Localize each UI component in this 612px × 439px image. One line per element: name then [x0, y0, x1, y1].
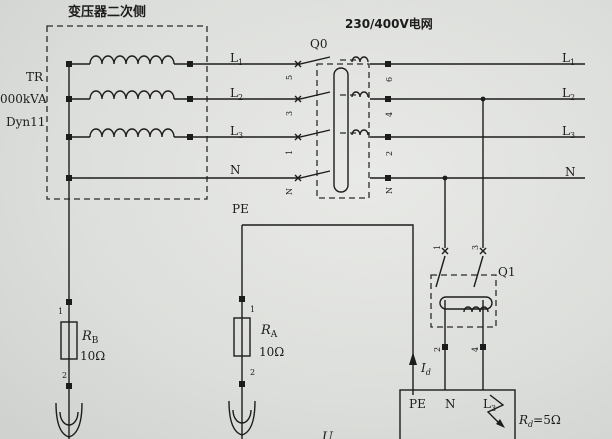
q1-in-3: 3 [471, 245, 480, 250]
q0-in-5: 5 [285, 75, 294, 80]
pe-conductor [242, 224, 414, 395]
q0-out-4: 4 [385, 112, 394, 117]
q0-in-3: 3 [285, 111, 294, 116]
label-l3-right: L3 [562, 124, 575, 140]
resistor-ra [228, 296, 256, 436]
equipment-l3-terminal: L3 [483, 397, 496, 413]
transformer-rating: 000kVA [0, 92, 47, 106]
winding-l2 [69, 90, 298, 100]
label-l1-right: L1 [562, 51, 575, 67]
winding-l3 [69, 128, 298, 138]
ra-label: RA [260, 323, 278, 340]
bottom-fragment-label: U [322, 430, 334, 439]
grid-title: 230/400V电网 [345, 16, 433, 31]
ra-pin-1: 1 [250, 305, 255, 314]
q1-out-2: 2 [433, 347, 442, 352]
q0-in-1: 1 [285, 150, 294, 155]
winding-l1 [69, 55, 298, 65]
transformer-vector-group: Dyn11 [6, 115, 45, 129]
fault-current-arrow [409, 352, 417, 365]
q0-out-2: 2 [385, 151, 394, 156]
resistor-rb [55, 299, 83, 438]
equipment-n-terminal: N [445, 397, 456, 411]
winding-terminals [66, 61, 193, 181]
ra-pin-2: 2 [250, 368, 255, 377]
label-n-left: N [230, 163, 241, 177]
equipment-enclosure [399, 389, 516, 439]
label-l3-left: L3 [230, 124, 243, 140]
fault-path-symbol [486, 394, 505, 426]
rb-pin-2: 2 [62, 371, 67, 380]
label-l1-left: L1 [230, 51, 243, 67]
breaker-q0 [294, 56, 391, 199]
transformer-designation: TR [26, 70, 44, 84]
fault-arrow-head [496, 419, 505, 428]
q0-out-6: 6 [385, 77, 394, 82]
rb-value: 10Ω [80, 349, 105, 363]
fault-current-label: Id [420, 361, 431, 377]
fault-resistance-label: Rd=5Ω [518, 413, 561, 429]
q1-out-4: 4 [471, 347, 480, 352]
rb-pin-1: 1 [58, 307, 63, 316]
breaker-q1-label: Q1 [498, 265, 515, 279]
label-l2-right: L2 [562, 86, 575, 102]
pe-label: PE [232, 202, 249, 216]
breaker-q1 [430, 99, 497, 390]
transformer-enclosure [46, 25, 208, 200]
equipment-pe-terminal: PE [409, 397, 426, 411]
rb-label: RB [81, 329, 99, 346]
transformer-heading: 变压器二次侧 [68, 4, 146, 20]
q0-out-n: N [385, 187, 394, 194]
ra-value: 10Ω [259, 345, 284, 359]
label-l2-left: L2 [230, 86, 243, 102]
q0-in-n: N [285, 188, 294, 195]
label-n-right: N [565, 165, 576, 179]
breaker-q0-label: Q0 [310, 37, 327, 51]
q1-in-1: 1 [433, 245, 442, 250]
